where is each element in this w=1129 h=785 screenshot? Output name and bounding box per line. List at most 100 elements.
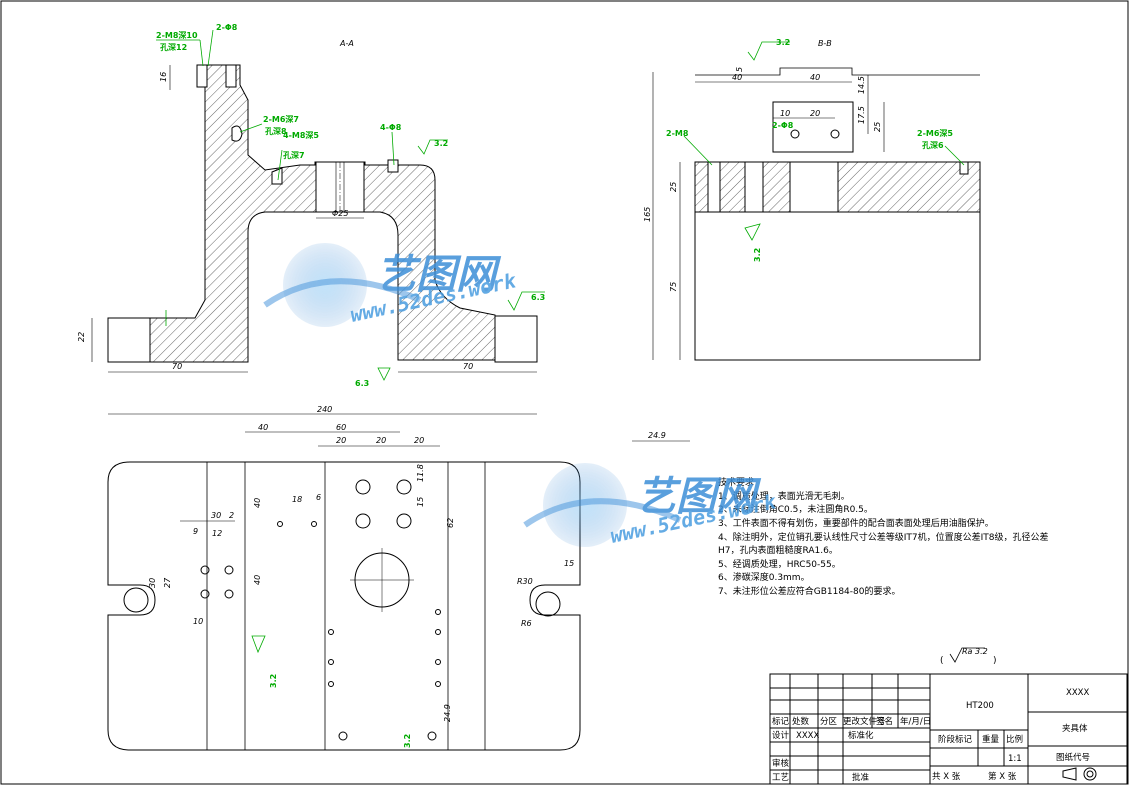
aa-dim-top: 16 [159,72,168,82]
plan-dim-40v: 40 [253,498,262,508]
bb-hole-m6b: 孔深6 [922,140,944,150]
tech-title: 技术要求 [718,476,754,488]
plan-dim-20a: 20 [336,436,346,445]
aa-dim-left: 70 [172,362,182,371]
plan-dim-9: 9 [193,527,198,536]
aa-dim-base: 22 [77,332,86,342]
tb-standardize: 标准化 [848,730,874,741]
tb-part-name: 夹具体 [1062,723,1088,734]
tb-design: 设计 [772,730,790,741]
title-block [769,673,1128,785]
tech-item-7: 6、渗碳深度0.3mm。 [718,571,810,583]
plan-dim-30: 30 [211,511,221,520]
plan-dim-40v2: 40 [253,575,262,585]
rough-5: 3.2 [753,248,762,262]
rough-1: 3.2 [434,139,448,148]
svg-text:): ) [993,656,997,666]
plan-dim-30v: 30 [148,578,157,588]
aa-hole3: 2-M6深7 [263,114,299,124]
tb-process: 工艺 [772,773,789,783]
tb-approve: 批准 [852,772,870,783]
plan-dim-15: 15 [416,497,425,507]
bb-dim-top: 14.5 [857,76,866,94]
aa-hole4: 4-M8深5 [283,130,319,140]
tb-stage-mark: 阶段标记 [938,734,973,745]
aa-hole1: 2-M8深10 [156,30,198,40]
bb-dim-25a: 25 [669,182,678,192]
section-aa-label: A-A [339,39,354,48]
plan-dim-r6: R6 [521,619,532,628]
general-roughness: ( Ra 3.2 ) [940,647,997,666]
tb-sign: 签名 [876,716,893,727]
tech-item-6: 5、经调质处理，HRC50-55。 [718,558,841,570]
aa-hole3b: 孔深8 [265,126,287,136]
general-roughness-value: Ra 3.2 [962,647,988,656]
tb-sheets-total: 共 X 张 [932,772,961,782]
tech-item-5: H7，孔内表面粗糙度RA1.6。 [718,544,838,556]
tb-sheet-no: 第 X 张 [988,771,1017,782]
section-a-a: A-A 70 70 22 Φ25 16 2-M8深10 孔深12 2-Φ8 [77,23,545,388]
plan-dim-10: 10 [193,617,203,626]
tb-material: HT200 [966,701,994,711]
tb-zone: 分区 [820,717,838,727]
bb-dim-20: 20 [810,109,820,118]
watermark-brand-2: 艺图网 [636,474,762,520]
tech-requirements: 技术要求 1、调质处理，表面光滑无毛刺。 2、未标注倒角C0.5，未注圆角R0.… [718,476,1048,597]
rough-3: 6.3 [355,379,369,388]
aa-dim-right: 70 [463,362,473,371]
plan-dim-12: 12 [212,529,222,538]
aa-dim-bore: Φ25 [332,209,348,218]
rough-7: 3.2 [403,734,412,748]
bb-hole-phi8: 2-Φ8 [772,121,794,130]
bb-dim-w1: 40 [732,73,742,82]
rough-6: 3.2 [269,674,278,688]
plan-view: 240 40 60 20 20 20 24.9 30 2 9 12 18 6 4… [107,405,690,751]
plan-dim-62: 62 [446,518,455,528]
tb-weight: 重量 [982,734,1000,745]
tech-item-1: 1、调质处理，表面光滑无毛刺。 [718,490,850,502]
bb-dim-25b: 25 [873,122,882,132]
tech-item-2: 2、未标注倒角C0.5，未注圆角R0.5。 [718,503,873,515]
tech-item-4: 4、除注明外，定位销孔要认线性尺寸公差等级IT7机，位置度公差IT8级，孔径公差 [718,531,1048,543]
bb-hole-m6: 2-M6深5 [917,128,953,138]
plan-dim-18: 18 [292,495,302,504]
section-bb-label: B-B [818,39,832,48]
tb-designer: XXXX [796,731,819,741]
bb-dim-10: 10 [780,109,790,118]
watermark-1: 艺图网 www.52des.work [263,243,519,327]
tb-scale: 1:1 [1008,754,1022,764]
rough-2: 6.3 [531,293,545,302]
tb-company: XXXX [1066,688,1089,698]
tech-item-3: 3、工件表面不得有划伤，重要部件的配合面表面处理后用油脂保护。 [718,517,994,529]
plan-dim-60: 60 [336,423,346,432]
bb-dim-5: 5 [735,67,744,72]
bb-dim-total: 165 [643,207,652,222]
aa-hole5: 4-Φ8 [380,123,402,132]
svg-text:(: ( [940,656,944,666]
plan-dim-total: 240 [317,405,332,414]
plan-dim-249b: 24.9 [443,704,452,722]
bb-dim-w2: 40 [810,73,820,82]
plan-dim-20b: 20 [376,436,386,445]
bb-hole-m8: 2-M8 [666,129,689,138]
plan-dim-6: 6 [316,493,321,502]
title-block-text: HT200 XXXX 夹具体 图纸代号 标记 处数 分区 更改文件号 签名 年/… [772,688,1097,783]
section-b-b: B-B 165 25 75 40 40 14.5 17.5 25 10 20 5 [643,38,981,361]
tech-item-8: 7、未注形位公差应符合GB1184-80的要求。 [718,585,900,597]
plan-dim-40: 40 [258,423,268,432]
plan-dim-27: 27 [163,577,172,588]
plan-dim-15b: 15 [564,559,574,568]
bb-dim-17: 17.5 [857,106,866,124]
aa-hole4b: 孔深7 [283,150,305,160]
plan-dim-118: 11.8 [416,464,425,482]
tb-drawing-code-label: 图纸代号 [1056,752,1090,763]
plan-dim-2: 2 [229,511,234,520]
aa-hole2: 2-Φ8 [216,23,238,32]
tb-change-doc: 更改文件号 [843,716,886,727]
tb-mark: 标记 [772,716,790,727]
plan-dim-r30: R30 [517,577,533,586]
projection-symbol-icon [1062,767,1097,781]
aa-hole1b: 孔深12 [160,42,187,52]
plan-dim-249: 24.9 [648,431,666,440]
